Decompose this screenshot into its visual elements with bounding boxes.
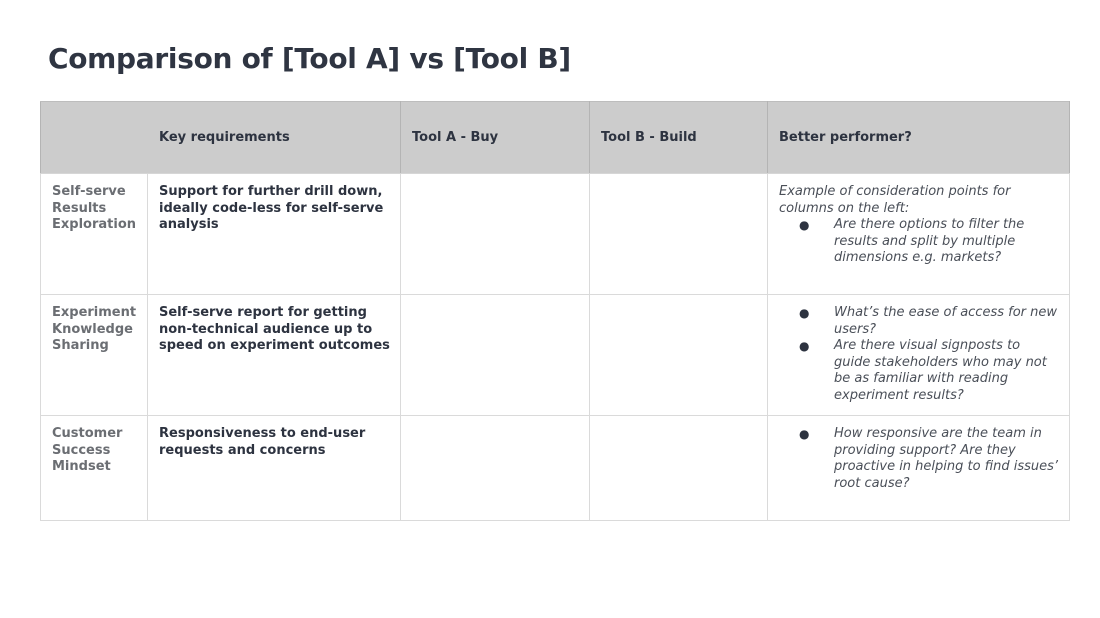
tool-b-cell[interactable] xyxy=(589,173,768,295)
bullet-text: How responsive are the team in providing… xyxy=(834,426,1059,491)
requirement-cell: Responsiveness to end-user requests and … xyxy=(147,415,401,521)
header-tool-b: Tool B - Build xyxy=(589,101,768,174)
notes-cell: ● How responsive are the team in providi… xyxy=(767,415,1070,521)
notes-list: ● What’s the ease of access for new user… xyxy=(779,305,1059,404)
table-row: Experiment Knowledge Sharing Self-serve … xyxy=(40,294,1070,416)
category-cell: Experiment Knowledge Sharing xyxy=(40,294,148,416)
tool-a-cell[interactable] xyxy=(400,294,590,416)
list-item: ● Are there options to filter the result… xyxy=(779,217,1059,267)
header-better-performer: Better performer? xyxy=(767,101,1070,174)
category-cell: Customer Success Mindset xyxy=(40,415,148,521)
header-label: Key requirements xyxy=(159,130,290,145)
header-row: Key requirements Tool A - Buy Tool B - B… xyxy=(40,101,1070,174)
page-title: Comparison of [Tool A] vs [Tool B] xyxy=(48,42,571,75)
requirement-cell: Self-serve report for getting non-techni… xyxy=(147,294,401,416)
tool-b-cell[interactable] xyxy=(589,294,768,416)
list-item: ● What’s the ease of access for new user… xyxy=(779,305,1059,338)
notes-intro: Example of consideration points for colu… xyxy=(779,184,1011,216)
list-item: ● Are there visual signposts to guide st… xyxy=(779,338,1059,404)
list-item: ● How responsive are the team in providi… xyxy=(779,426,1059,492)
category-cell: Self-serve Results Exploration xyxy=(40,173,148,295)
bullet-icon: ● xyxy=(799,306,810,320)
bullet-text: Are there options to filter the results … xyxy=(834,217,1025,265)
comparison-table: Key requirements Tool A - Buy Tool B - B… xyxy=(40,101,1070,521)
notes-list: ● Are there options to filter the result… xyxy=(779,217,1059,267)
bullet-icon: ● xyxy=(799,427,810,441)
tool-b-cell[interactable] xyxy=(589,415,768,521)
bullet-text: Are there visual signposts to guide stak… xyxy=(834,338,1047,403)
requirement-cell: Support for further drill down, ideally … xyxy=(147,173,401,295)
tool-a-cell[interactable] xyxy=(400,415,590,521)
notes-cell: Example of consideration points for colu… xyxy=(767,173,1070,295)
table-row: Self-serve Results Exploration Support f… xyxy=(40,173,1070,295)
bullet-text: What’s the ease of access for new users? xyxy=(834,305,1058,337)
header-key-requirements: Key requirements xyxy=(40,101,401,174)
header-tool-a: Tool A - Buy xyxy=(400,101,590,174)
tool-a-cell[interactable] xyxy=(400,173,590,295)
table-row: Customer Success Mindset Responsiveness … xyxy=(40,415,1070,521)
bullet-icon: ● xyxy=(799,339,810,353)
bullet-icon: ● xyxy=(799,218,810,232)
notes-list: ● How responsive are the team in providi… xyxy=(779,426,1059,492)
notes-cell: ● What’s the ease of access for new user… xyxy=(767,294,1070,416)
